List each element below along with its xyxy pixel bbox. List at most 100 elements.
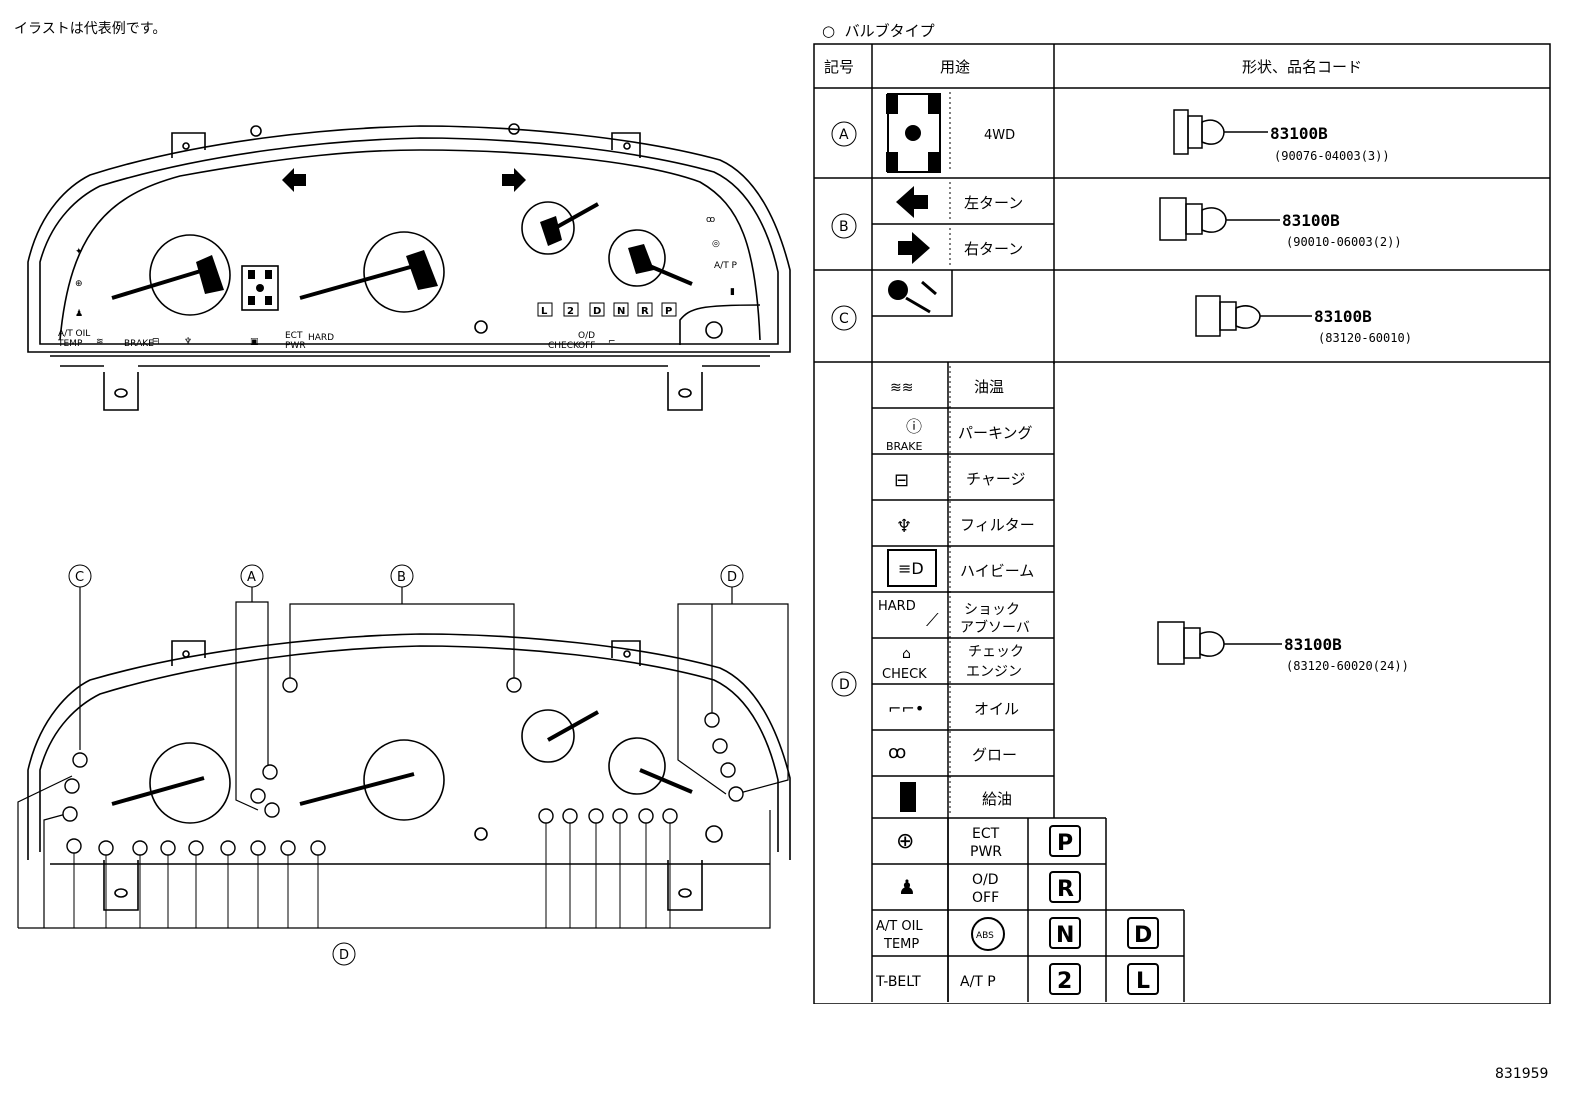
glow-icon: ꝏ [706, 215, 715, 225]
svg-text:BRAKE: BRAKE [886, 440, 922, 453]
use-shock-absorber: ショック [964, 602, 1020, 618]
svg-text:エンジン: エンジン [966, 664, 1022, 680]
header-symbol: 記号 [824, 58, 854, 76]
legend-title: ○ バルブタイプ [822, 22, 935, 40]
use-parking: パーキング [958, 424, 1033, 442]
svg-text:R: R [641, 306, 649, 317]
svg-text:A/T P: A/T P [714, 261, 738, 271]
airbag-icon [888, 280, 937, 314]
abs-icon: ◎ [712, 239, 720, 249]
glow-icon: ꝏ [888, 742, 906, 763]
highbeam-icon: ▣ [250, 337, 259, 347]
abs-icon [971, 917, 1005, 951]
sub-b: (90010-06003(2)) [1286, 235, 1402, 249]
callout-d: D [727, 570, 737, 585]
svg-text:A/T OIL: A/T OIL [58, 329, 90, 339]
svg-text:TEMP: TEMP [57, 339, 83, 349]
svg-text:HARD: HARD [878, 599, 916, 614]
shock-absorber-icon: ⟋ [926, 610, 939, 631]
svg-text:P: P [665, 306, 672, 317]
part-c: 83100B [1314, 307, 1372, 326]
part-b: 83100B [1282, 211, 1340, 230]
header-shape: 形状、品名コード [1242, 58, 1362, 76]
svg-text:O/D: O/D [578, 331, 595, 341]
svg-text:PWR: PWR [285, 341, 306, 351]
use-right-turn: 右ターン [964, 240, 1023, 258]
svg-text:ECT: ECT [285, 331, 303, 341]
svg-text:BRAKE: BRAKE [124, 339, 154, 349]
symbol-d: D [839, 677, 850, 693]
bulb-b-icon [1159, 197, 1280, 241]
svg-text:OFF: OFF [578, 341, 595, 351]
gear-r: R [1057, 877, 1074, 902]
sub-c: (83120-60010) [1318, 331, 1412, 345]
check-engine-icon: ⌂ [902, 646, 911, 662]
use-glow: グロー [972, 746, 1017, 764]
parking-brake-icon: ⓘ [906, 417, 922, 436]
left-turn-arrow-icon [282, 168, 306, 192]
use-oil: オイル [974, 700, 1019, 718]
use-left-turn: 左ターン [964, 194, 1023, 212]
svg-text:CHECK: CHECK [548, 341, 580, 351]
gear-indicator: L 2 D N R P [537, 302, 677, 317]
svg-text:A/T P: A/T P [960, 974, 996, 990]
svg-text:TEMP: TEMP [883, 937, 919, 952]
svg-text:HARD: HARD [308, 333, 334, 343]
left-turn-arrow-icon [896, 186, 928, 218]
gear-n: N [1056, 923, 1074, 948]
svg-text:PWR: PWR [970, 844, 1002, 860]
callout-d-bottom: D [339, 948, 349, 963]
4wd-icon [887, 93, 941, 173]
svg-text:OFF: OFF [972, 890, 999, 906]
svg-text:O/D: O/D [972, 872, 999, 888]
part-a: 83100B [1270, 124, 1328, 143]
callout-c: C [75, 570, 84, 585]
svg-text:アブソーバ: アブソーバ [960, 619, 1030, 636]
gear-d: D [1134, 923, 1152, 948]
svg-text:D: D [593, 306, 601, 317]
use-check-engine: チェック [968, 644, 1024, 660]
use-filter: フィルター [960, 516, 1035, 534]
right-turn-arrow-icon [898, 232, 930, 264]
bulb-c-icon [1195, 295, 1312, 337]
bulb-d-icon [1157, 621, 1282, 665]
svg-text:A/T OIL: A/T OIL [876, 919, 923, 934]
right-turn-arrow-icon [502, 168, 526, 192]
use-fuel: 給油 [982, 790, 1012, 808]
bulb-type-table: 記号 用途 形状、品名コード A B C D 4WD 83100B (90076… [813, 43, 1551, 1004]
oil-temp-icon: ≋ [96, 337, 104, 347]
gear-p: P [1057, 831, 1073, 856]
svg-text:L: L [541, 306, 548, 317]
part-d: 83100B [1284, 635, 1342, 654]
cluster-top-diagram: ✦ ⊕ ♟ A/T OIL TEMP BRAKE HARD ECT PWR CH… [27, 123, 791, 411]
svg-text:ECT: ECT [972, 826, 1000, 842]
filter-icon: ♆ [896, 516, 912, 537]
cluster-bottom-diagram: C A B D D [17, 564, 791, 966]
svg-text:N: N [617, 306, 625, 317]
svg-text:CHECK: CHECK [882, 667, 927, 682]
page-number: 831959 [1495, 1066, 1549, 1082]
gear-l: L [1136, 969, 1150, 994]
fuel-icon: ▮ [730, 287, 735, 297]
highbeam-icon: ≡D [898, 559, 924, 578]
svg-text:ABS: ABS [976, 931, 994, 941]
seatbelt-icon: ♟ [898, 875, 916, 899]
symbol-a: A [839, 127, 849, 143]
4wd-icon [241, 265, 279, 311]
seatbelt-icon: ♟ [75, 309, 83, 319]
charge-icon: ⊟ [152, 337, 160, 347]
sub-a: (90076-04003(3)) [1274, 149, 1390, 163]
illustration-note: イラストは代表例です。 [14, 21, 167, 37]
oil-icon: ⌐ [608, 337, 616, 347]
svg-text:2: 2 [567, 306, 574, 317]
use-charge: チャージ [966, 470, 1026, 488]
svg-text:T-BELT: T-BELT [875, 974, 921, 990]
sub-d: (83120-60020(24)) [1286, 659, 1409, 673]
header-use: 用途 [940, 58, 970, 76]
ect-pwr-icon: ⊕ [75, 279, 83, 289]
use-4wd: 4WD [984, 128, 1015, 143]
callout-b: B [397, 570, 406, 585]
use-highbeam: ハイビーム [960, 562, 1034, 580]
airbag-icon: ✦ [75, 247, 83, 257]
filter-icon: ♆ [184, 337, 192, 347]
